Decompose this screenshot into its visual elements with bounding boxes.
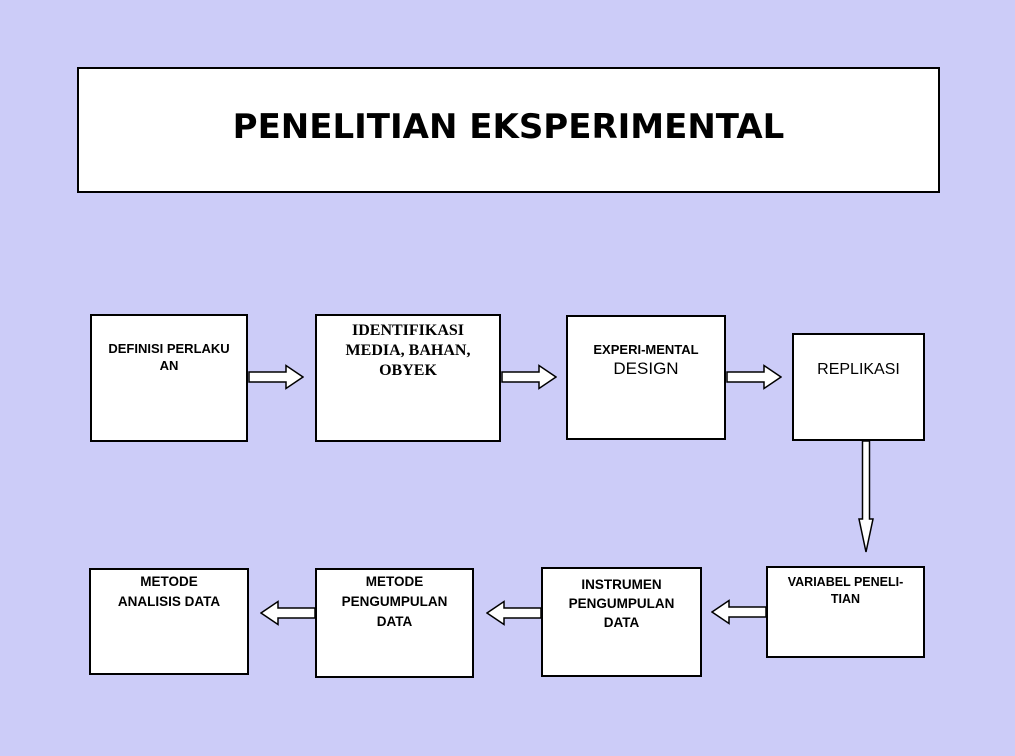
flow-box-label: METODE — [365, 574, 424, 589]
flow-box-label: TIAN — [830, 592, 861, 606]
flow-box-identifikasi-media-bahan-obyek: IDENTIFIKASI MEDIA, BAHAN, OBYEK — [315, 314, 501, 442]
arrow-right-icon — [248, 364, 304, 390]
flow-box-label: EXPERI-MENTAL — [593, 342, 699, 357]
flow-box-instrumen-pengumpulan-data: INSTRUMEN PENGUMPULAN DATA — [541, 567, 702, 677]
flow-box-label: PENGUMPULAN — [568, 596, 675, 611]
arrow-left-icon — [711, 599, 767, 625]
flow-box-experimental-design: EXPERI-MENTAL DESIGN — [566, 315, 726, 440]
flow-box-metode-analisis-data: METODE ANALISIS DATA — [89, 568, 249, 675]
flow-box-label: DESIGN — [613, 359, 679, 378]
flow-box-label: ANALISIS DATA — [117, 594, 221, 609]
flow-box-variabel-penelitian: VARIABEL PENELI- TIAN — [766, 566, 925, 658]
flow-box-label: DEFINISI PERLAKU — [108, 341, 230, 356]
flow-box-label: MEDIA, BAHAN, — [345, 342, 471, 359]
flow-box-label: DATA — [603, 615, 640, 630]
flow-box-label: PENGUMPULAN — [341, 594, 448, 609]
flow-box-replikasi: REPLIKASI — [792, 333, 925, 441]
flow-box-metode-pengumpulan-data: METODE PENGUMPULAN DATA — [315, 568, 474, 678]
flow-box-label: OBYEK — [379, 362, 437, 379]
arrow-right-icon — [501, 364, 557, 390]
flow-box-label: IDENTIFIKASI — [351, 322, 465, 339]
flow-box-label: VARIABEL PENELI- — [787, 575, 904, 589]
title-box: PENELITIAN EKSPERIMENTAL — [77, 67, 940, 193]
arrow-left-icon — [260, 600, 316, 626]
flow-box-label: INSTRUMEN — [581, 577, 662, 592]
arrow-down-icon — [858, 441, 874, 553]
arrow-left-icon — [486, 600, 542, 626]
flow-box-label: AN — [159, 358, 179, 373]
flow-box-definisi-perlakuan: DEFINISI PERLAKU AN — [90, 314, 248, 442]
flow-box-label: METODE — [140, 574, 198, 589]
page-title: PENELITIAN EKSPERIMENTAL — [232, 107, 785, 147]
flow-box-label: DATA — [376, 614, 413, 629]
arrow-right-icon — [726, 364, 782, 390]
flow-box-label: REPLIKASI — [817, 361, 900, 378]
